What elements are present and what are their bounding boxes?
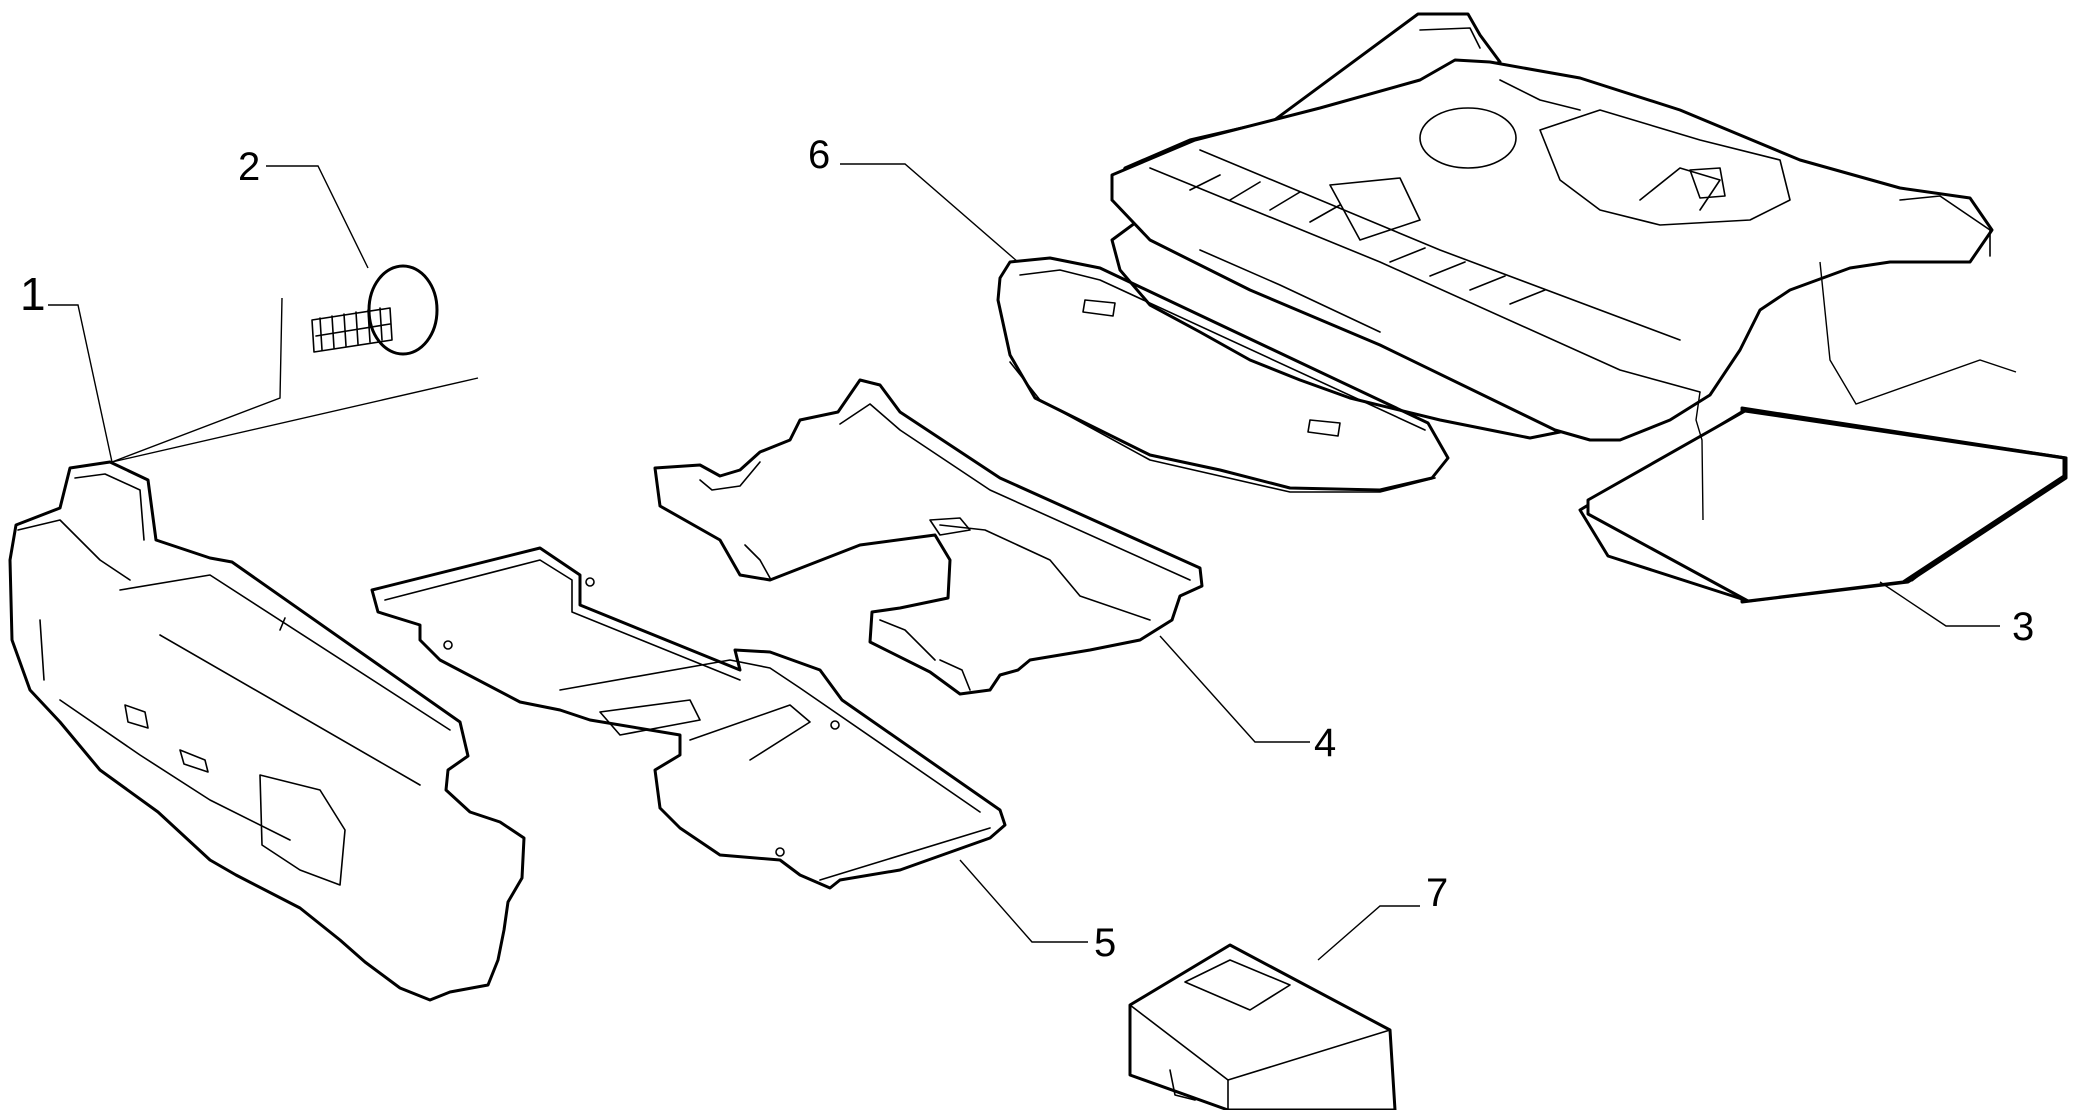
callout-1: 1 xyxy=(20,268,46,320)
part-1-bulkhead-insulation xyxy=(8,460,526,1002)
part-7-foam-block xyxy=(1128,943,1397,1110)
part-2-clip-fastener xyxy=(311,264,439,356)
part-5-front-mats xyxy=(370,546,1007,890)
callout-5: 5 xyxy=(1094,921,1116,965)
part-6-rear-pad xyxy=(996,256,1450,493)
leader-lines xyxy=(48,163,2017,961)
callout-3: 3 xyxy=(2012,605,2034,649)
callout-4: 4 xyxy=(1314,721,1336,765)
callout-7: 7 xyxy=(1426,871,1448,915)
part-4-floor-carpet xyxy=(653,378,1204,696)
callout-labels: 1 2 3 4 5 6 7 xyxy=(20,133,2034,965)
rear-floor-pan xyxy=(1110,12,1994,442)
callout-6: 6 xyxy=(808,133,830,177)
callout-2: 2 xyxy=(238,145,260,189)
part-3-pad xyxy=(1578,406,2068,604)
